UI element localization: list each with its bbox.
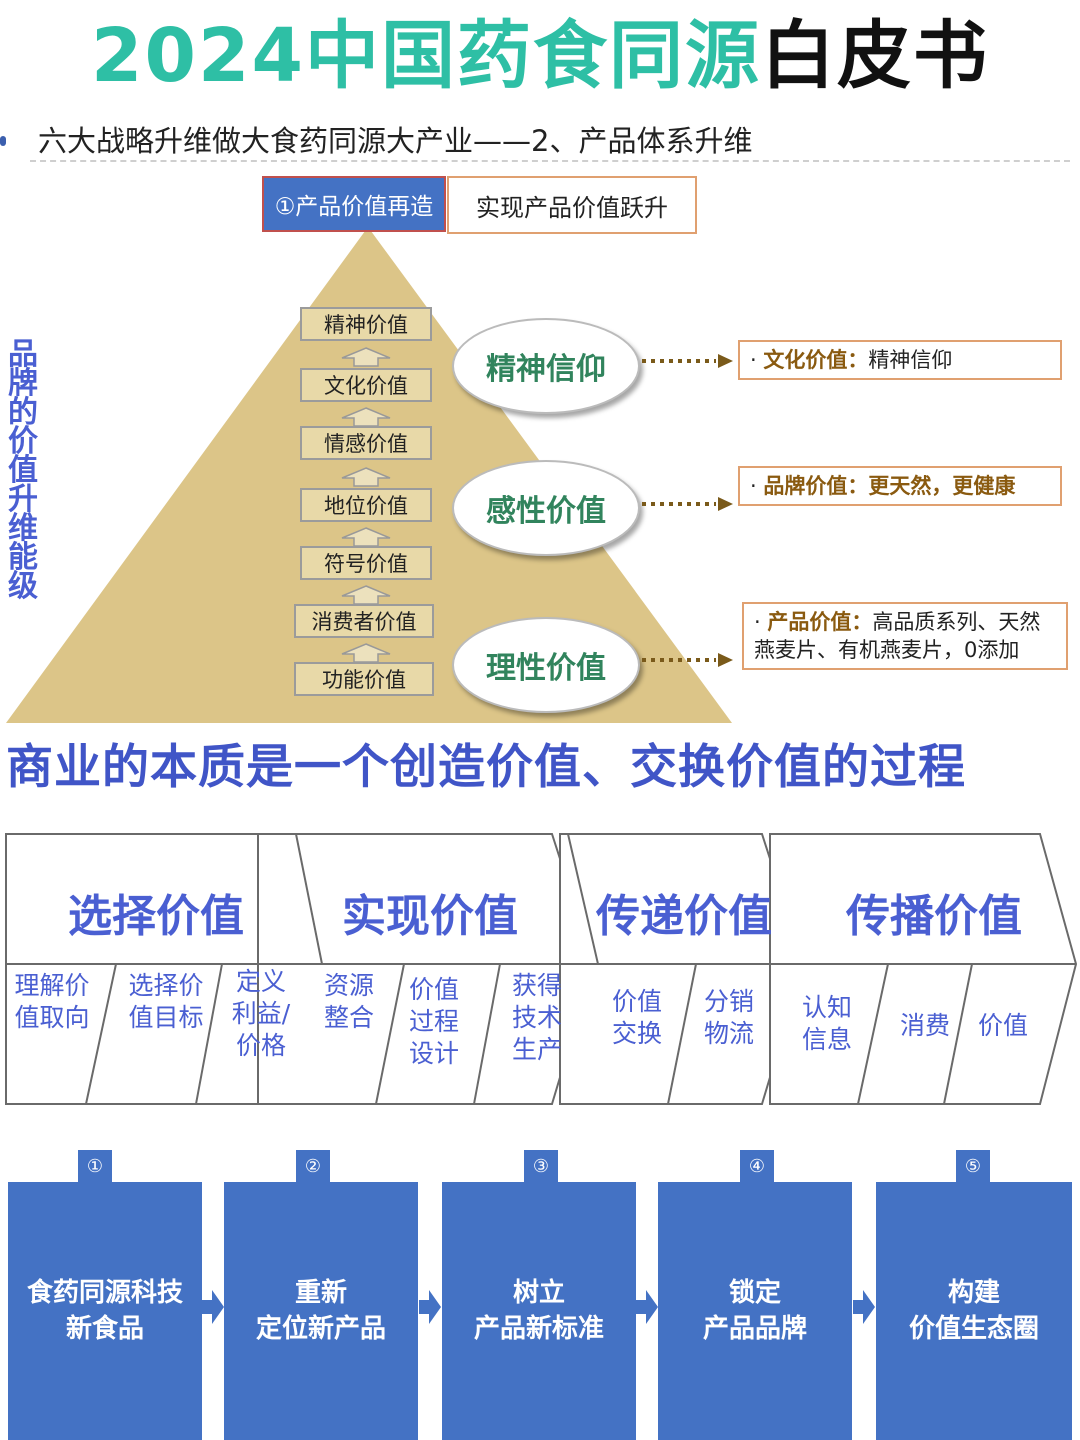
up-arrow-icon	[341, 347, 391, 367]
chain-head-realize: 实现价值	[342, 891, 518, 942]
step-number: ①	[78, 1150, 112, 1182]
chain-sub-item: 获得技术生产	[511, 971, 562, 1064]
chain-sub-item: 价值	[977, 1011, 1028, 1040]
note-label: 品牌价值：	[763, 474, 869, 498]
up-arrow-icon	[341, 407, 391, 427]
note-label: 文化价值：	[763, 348, 869, 372]
dashed-divider	[30, 160, 1070, 162]
level-consumer: 消费者价值	[294, 604, 434, 638]
level-cultural: 文化价值	[300, 368, 432, 402]
note-text: 高品质系列、天然燕麦片、有机燕麦片，0添加	[754, 610, 1041, 662]
tag-product-value-rebuild: ①产品价值再造	[262, 176, 446, 232]
oval-spiritual-belief: 精神信仰	[452, 318, 640, 414]
chain-head-deliver: 传递价值	[596, 891, 772, 942]
right-arrow-icon	[636, 1290, 658, 1324]
note-cultural-value: · 文化价值：精神信仰	[738, 340, 1062, 380]
chain-sub-item: 分销物流	[703, 987, 754, 1048]
up-arrow-icon	[341, 467, 391, 487]
chain-head-select: 选择价值	[68, 891, 244, 942]
up-arrow-icon	[341, 527, 391, 547]
level-emotional: 情感价值	[300, 426, 432, 460]
right-arrow-icon	[419, 1290, 441, 1324]
chain-sub-item: 价值交换	[611, 987, 662, 1048]
step-box-standard: 树立产品新标准	[442, 1182, 636, 1440]
title-part1: 2024中国药食同源	[91, 13, 761, 99]
level-functional: 功能价值	[294, 662, 434, 696]
chain-head-spread: 传播价值	[846, 891, 1022, 942]
note-product-value: · 产品价值：高品质系列、天然燕麦片、有机燕麦片，0添加	[742, 602, 1068, 670]
chain-sub-item: 理解价值取向	[14, 971, 90, 1032]
step-box-new-food: 食药同源科技新食品	[8, 1182, 202, 1440]
subtitle: 六大战略升维做大食药同源大产业——2、产品体系升维	[38, 124, 753, 158]
chain-sub-item: 资源整合	[323, 971, 374, 1032]
section-heading: 商业的本质是一个创造价值、交换价值的过程	[6, 740, 966, 795]
oval-rational-value: 理性价值	[452, 617, 640, 713]
chain-sub-item: 定义利益/价格	[231, 967, 291, 1060]
level-spiritual: 精神价值	[300, 307, 432, 341]
right-arrow-icon	[202, 1290, 224, 1324]
note-brand-value: · 品牌价值：更天然，更健康	[738, 466, 1062, 506]
note-text: 更天然，更健康	[868, 474, 1016, 498]
up-arrow-icon	[341, 643, 391, 663]
level-status: 地位价值	[300, 488, 432, 522]
chain-sub-item: 认知信息	[801, 993, 852, 1054]
up-arrow-icon	[341, 585, 391, 605]
step-number: ⑤	[956, 1150, 990, 1182]
oval-emotional-value: 感性价值	[452, 460, 640, 556]
step-box-brand: 锁定产品品牌	[658, 1182, 852, 1440]
step-box-ecosystem: 构建价值生态圈	[876, 1182, 1072, 1440]
step-number: ④	[740, 1150, 774, 1182]
note-text: 精神信仰	[868, 348, 953, 372]
value-chain-diagram	[5, 833, 1078, 1105]
step-box-reposition: 重新定位新产品	[224, 1182, 418, 1440]
dotted-arrow-icon	[642, 653, 733, 667]
bullet-marker	[0, 136, 6, 146]
step-number: ②	[296, 1150, 330, 1182]
dotted-arrow-icon	[642, 497, 733, 511]
right-arrow-icon	[853, 1290, 875, 1324]
chain-sub-item: 价值过程设计	[408, 975, 459, 1068]
page-title: 2024中国药食同源白皮书	[0, 10, 1080, 102]
level-symbol: 符号价值	[300, 546, 432, 580]
side-label: 品牌的价值升维能级	[8, 337, 38, 604]
chain-sub-item: 选择价值目标	[128, 971, 204, 1032]
chain-sub-item: 消费	[899, 1011, 950, 1040]
dotted-arrow-icon	[642, 354, 733, 368]
tag-value-leap: 实现产品价值跃升	[447, 176, 697, 234]
step-number: ③	[524, 1150, 558, 1182]
title-part2: 白皮书	[760, 13, 989, 99]
note-label: 产品价值：	[767, 610, 873, 634]
